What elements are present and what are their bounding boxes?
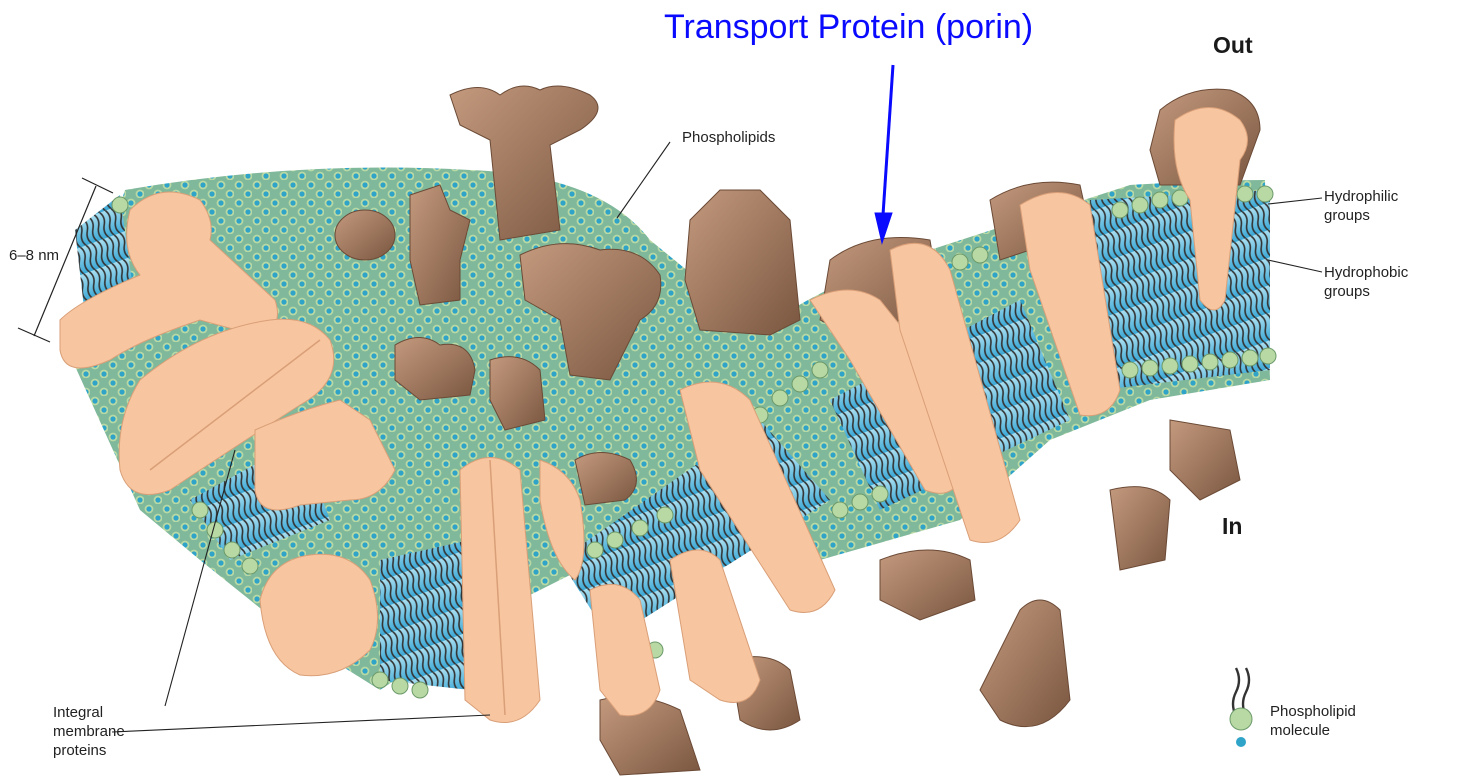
out-label: Out (1213, 32, 1253, 59)
hydrophilic-label: Hydrophilic groups (1324, 187, 1398, 225)
integral-membrane-proteins-label: Integral membrane proteins (53, 703, 125, 760)
phospholipid-molecule-icon (1230, 668, 1252, 747)
phospholipid-molecule-label: Phospholipid molecule (1270, 702, 1356, 740)
phospholipids-label: Phospholipids (682, 128, 775, 147)
porin-arrow (875, 65, 893, 243)
in-label: In (1222, 513, 1242, 540)
title: Transport Protein (porin) (664, 8, 1033, 47)
thickness-label: 6–8 nm (9, 246, 59, 265)
bilayer-core-front (380, 540, 470, 690)
hydrophobic-label: Hydrophobic groups (1324, 263, 1408, 301)
